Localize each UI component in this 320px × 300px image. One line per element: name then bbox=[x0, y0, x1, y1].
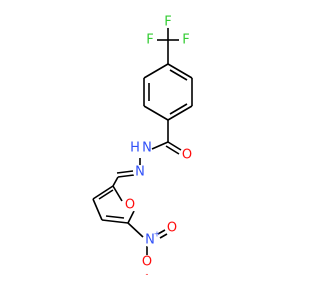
trifluoromethyl-group bbox=[157, 27, 179, 64]
fluorine-top-label: F bbox=[164, 15, 171, 30]
o-carbonyl-bg bbox=[180, 148, 194, 162]
amide-hydrogen-label: H bbox=[130, 141, 140, 156]
bond-n-o-double-1 bbox=[157, 229, 166, 235]
nitro-oxygen-charge: - bbox=[146, 270, 149, 279]
hydrazide-linker bbox=[139, 120, 182, 166]
fluorine-left-label: F bbox=[146, 33, 153, 48]
ring-bond-6 bbox=[143, 63, 169, 79]
ring-bond-3 bbox=[167, 105, 193, 121]
bond-n-ch-double bbox=[116, 170, 134, 174]
furan-bond-c4-c3 bbox=[92, 198, 103, 221]
nitro-nitrogen-charge: + bbox=[154, 230, 161, 239]
furan-ring bbox=[92, 185, 135, 224]
f-right-bg bbox=[180, 34, 192, 46]
o-furan-bg bbox=[123, 198, 137, 212]
bond-n-o-double-2 bbox=[159, 233, 168, 239]
nitro-nitrogen-label: N bbox=[145, 233, 155, 248]
bond-n-ch bbox=[117, 174, 135, 178]
furan-bond-c2-o bbox=[112, 185, 123, 202]
f-left-bg bbox=[144, 34, 156, 46]
bond-carbonyl-n bbox=[151, 141, 169, 150]
n-amide-bg bbox=[133, 143, 147, 157]
bond-carbonyl-o-2 bbox=[165, 145, 180, 155]
nitro-negative-oxygen-label: O bbox=[142, 255, 152, 270]
ring-bond-1 bbox=[167, 63, 193, 79]
imine-nitrogen-label: N bbox=[135, 165, 145, 180]
n-nitro-bg bbox=[143, 233, 157, 247]
molecule-structure-diagram: F F F O N H N O N + O O - bbox=[92, 15, 194, 279]
furan-bond-c3-c2 bbox=[92, 185, 114, 200]
furan-bond-c5-c4 bbox=[101, 219, 129, 224]
bond-carbonyl-o-1 bbox=[167, 141, 182, 151]
bond-c5-n-nitro bbox=[127, 222, 144, 238]
n-imine-bg bbox=[133, 165, 147, 179]
carbonyl-oxygen-label: O bbox=[182, 148, 192, 163]
ring-double-bond-inner-2 bbox=[169, 103, 188, 115]
nitro-group bbox=[127, 222, 168, 256]
amide-nitrogen-label: N bbox=[142, 141, 152, 156]
furan-double-bond-c2-c3 bbox=[98, 189, 114, 200]
o-nitro-neg-bg bbox=[140, 255, 154, 269]
f-top-bg bbox=[162, 16, 174, 28]
furan-oxygen-label: O bbox=[125, 198, 135, 213]
bond-ch-furan bbox=[112, 176, 119, 187]
furan-double-bond-c4-c5 bbox=[105, 215, 125, 219]
fluorine-right-label: F bbox=[182, 33, 189, 48]
furan-bond-o-c5 bbox=[127, 210, 135, 224]
imine-bond bbox=[112, 170, 135, 187]
ring-double-bond-inner-1 bbox=[169, 69, 188, 81]
ring-bond-4 bbox=[143, 105, 169, 121]
o-nitro-dbl-bg bbox=[165, 221, 179, 235]
benzene-ring bbox=[143, 63, 193, 121]
atom-labels: F F F O N H N O N + O O - bbox=[123, 15, 194, 279]
nitro-double-oxygen-label: O bbox=[167, 221, 177, 236]
